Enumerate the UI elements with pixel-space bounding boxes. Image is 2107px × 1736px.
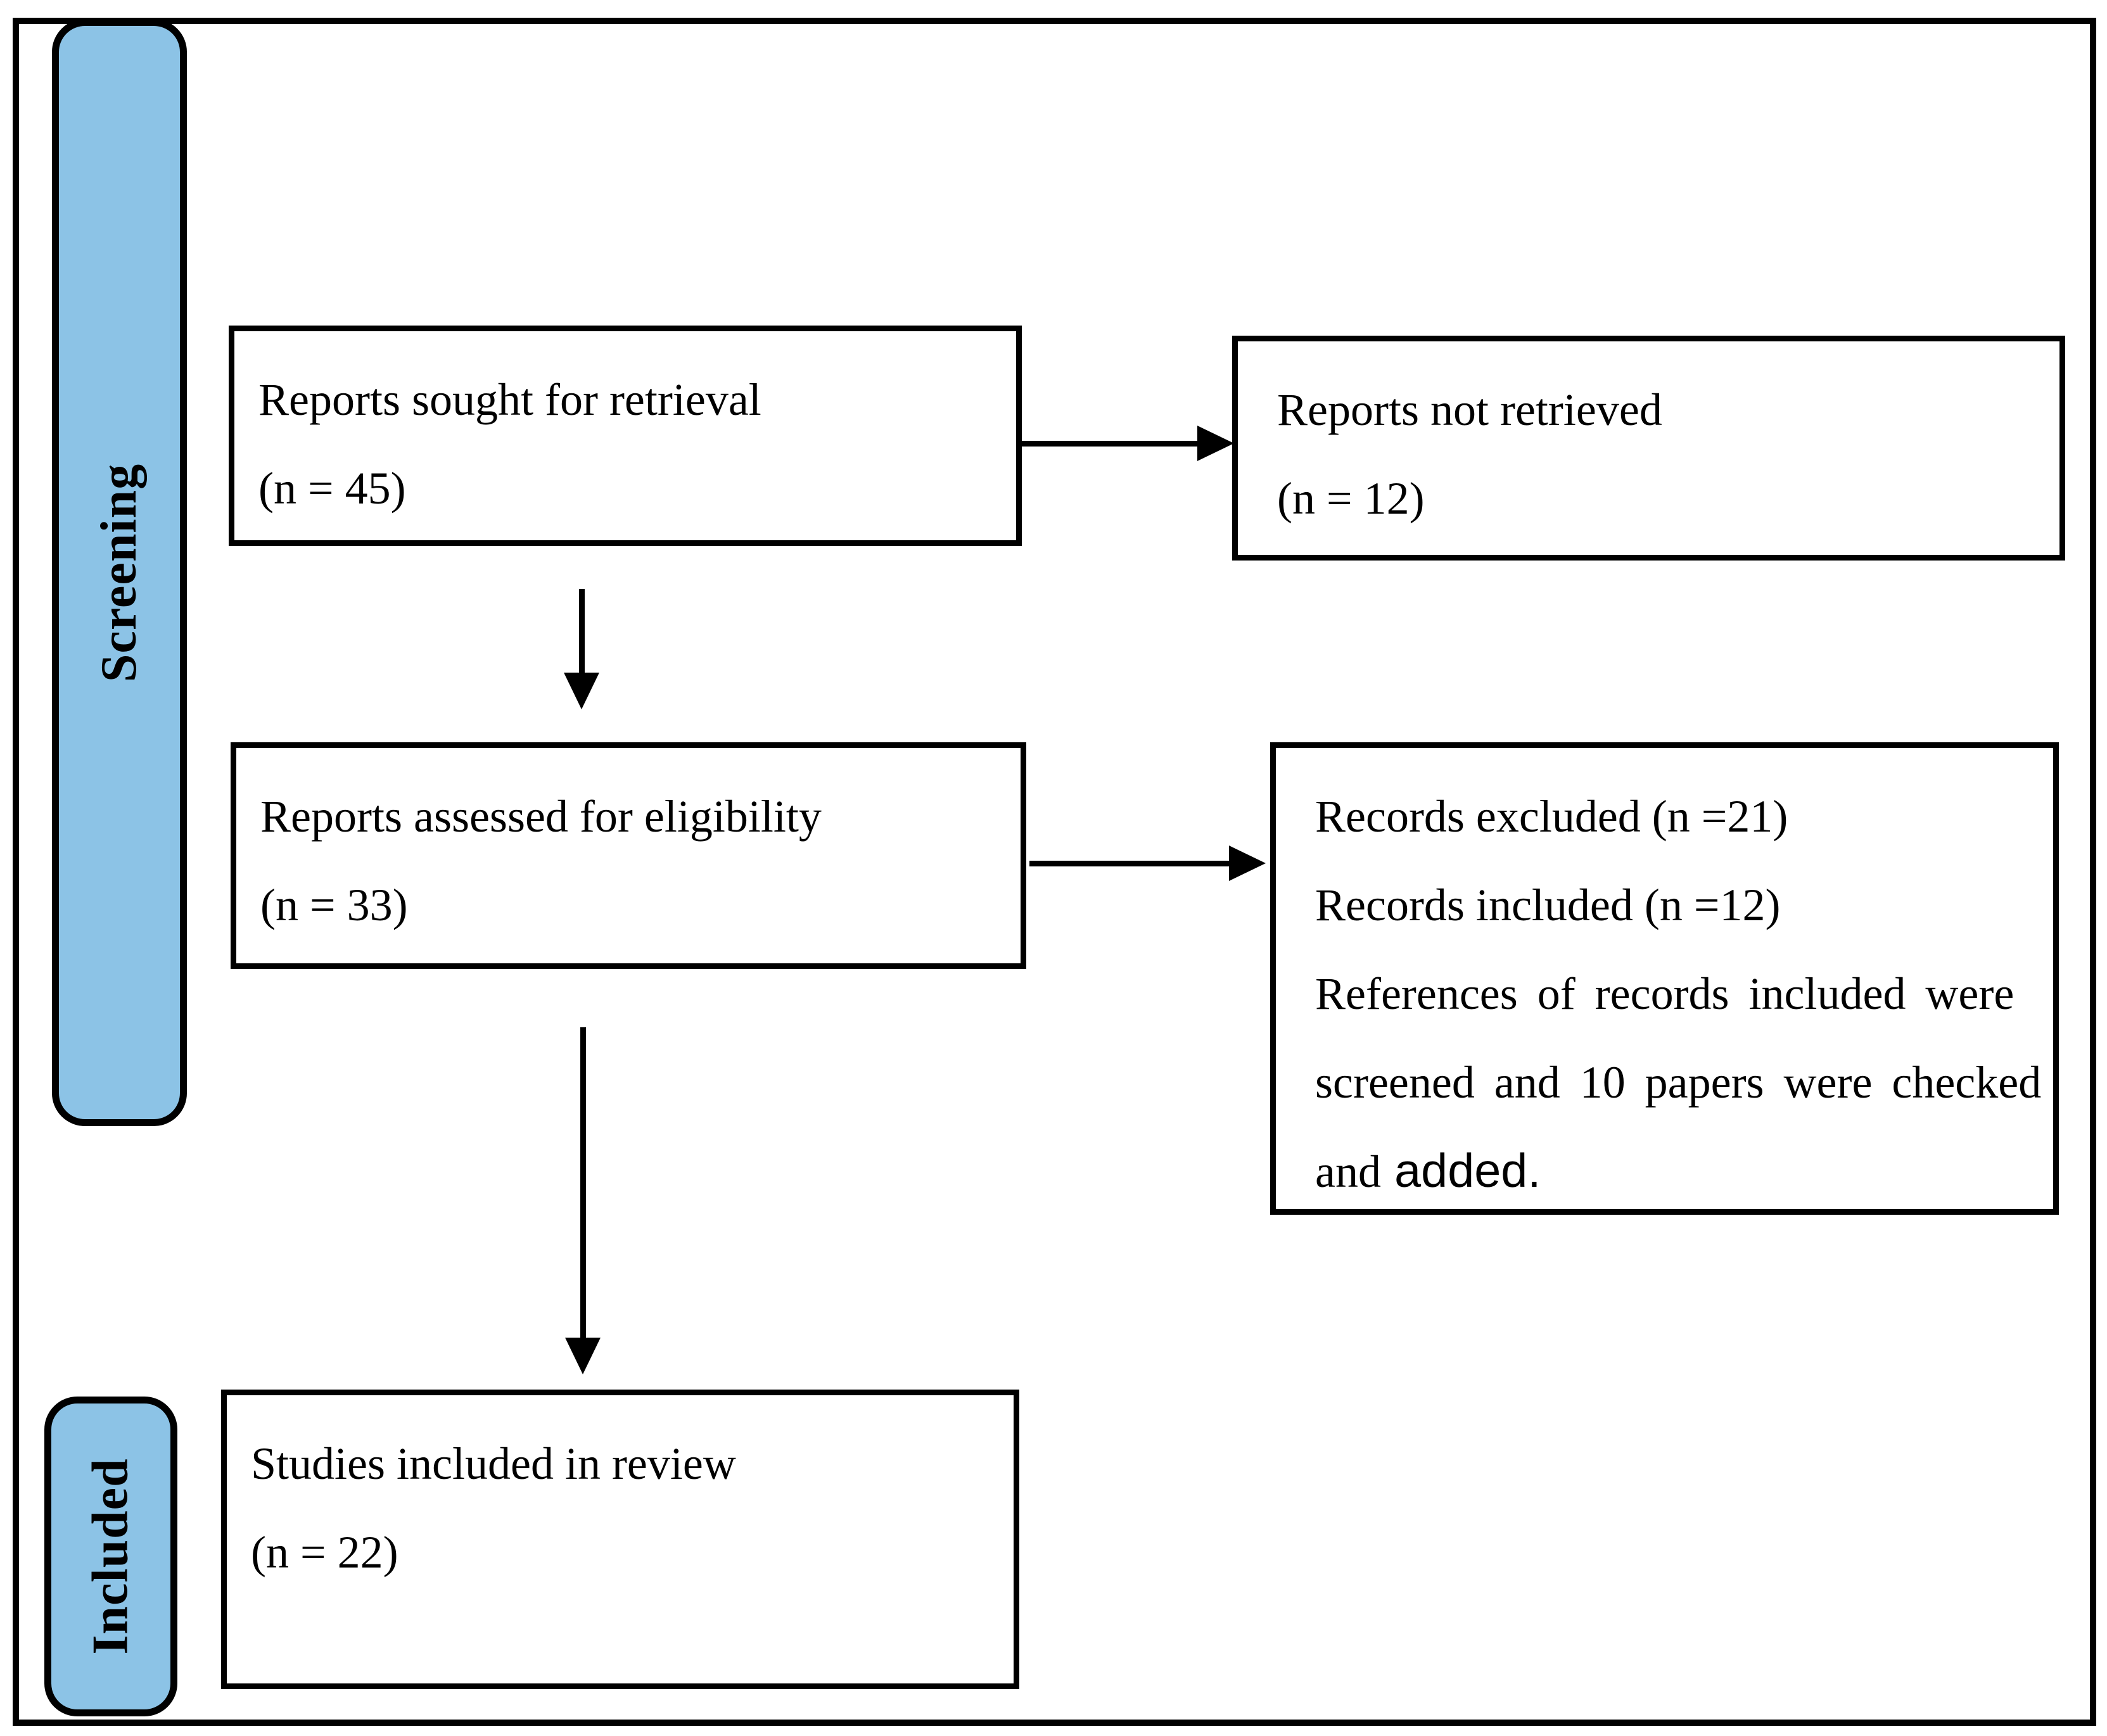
arrow-assessed-to-excluded-line: [1029, 861, 1231, 866]
box-records-excluded: Records excluded (n =21) Records include…: [1270, 742, 2059, 1215]
stage-bar-included: Included: [44, 1397, 177, 1716]
box-studies-included-count: (n = 22): [251, 1527, 398, 1578]
stage-label-included: Included: [82, 1458, 139, 1655]
arrow-assessed-to-studies-line: [580, 1027, 586, 1339]
arrow-sought-to-assessed-line: [579, 589, 585, 674]
arrow-down-icon: [564, 673, 599, 709]
references-note-line2: screened and 10 papers were checked: [1315, 1057, 2042, 1108]
box-reports-sought-line1: Reports sought for retrieval: [258, 374, 761, 425]
stage-bar-screening: Screening: [52, 19, 187, 1126]
records-excluded-line: Records excluded (n =21): [1315, 791, 1788, 842]
box-studies-included: Studies included in review (n = 22): [221, 1390, 1019, 1689]
box-studies-included-line1: Studies included in review: [251, 1438, 736, 1489]
box-reports-not-retrieved-count: (n = 12): [1277, 473, 1425, 524]
stage-label-screening: Screening: [91, 463, 148, 682]
box-reports-assessed: Reports assessed for eligibility (n = 33…: [231, 742, 1026, 969]
references-note-line3-serif: and: [1315, 1146, 1381, 1197]
references-note-line1: References of records included were: [1315, 968, 2015, 1019]
box-reports-not-retrieved: Reports not retrieved (n = 12): [1232, 336, 2065, 561]
arrow-right-icon: [1197, 426, 1234, 461]
box-reports-sought-count: (n = 45): [258, 463, 406, 514]
arrow-down-icon: [565, 1338, 601, 1374]
arrow-right-icon: [1229, 846, 1266, 881]
references-note-line3-sans: added.: [1394, 1144, 1541, 1198]
box-reports-assessed-line1: Reports assessed for eligibility: [260, 791, 822, 842]
outer-frame: [13, 18, 2096, 1726]
box-reports-assessed-count: (n = 33): [260, 880, 408, 930]
box-reports-sought: Reports sought for retrieval (n = 45): [229, 326, 1022, 546]
box-reports-not-retrieved-line1: Reports not retrieved: [1277, 384, 1662, 435]
arrow-sought-to-not-retrieved-line: [1022, 441, 1199, 447]
references-note-line3: and added.: [1315, 1127, 2034, 1216]
records-included-line: Records included (n =12): [1315, 880, 1781, 930]
